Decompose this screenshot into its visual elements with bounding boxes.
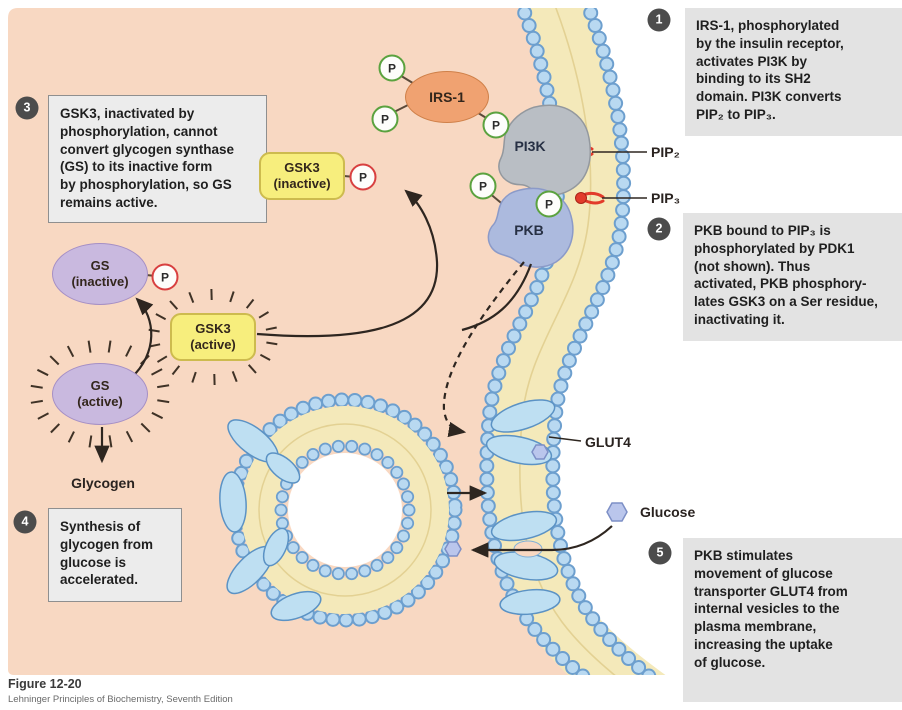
phosphate-icon: P xyxy=(371,105,399,133)
glucose-hexagon-inside xyxy=(444,541,462,557)
gsk3-active-protein: GSK3 (active) xyxy=(170,313,256,361)
pip3-lipid-icon xyxy=(575,191,647,205)
step-text-1: IRS-1, phosphorylated by the insulin rec… xyxy=(685,8,902,136)
arrow-pkb-feeder xyxy=(461,263,533,332)
phosphate-icon: P xyxy=(469,172,497,200)
glucose-hexagon-on-glut4 xyxy=(531,444,549,460)
glucose-hexagon-icons xyxy=(444,444,628,557)
gs-active-protein: GS (active) xyxy=(52,363,148,425)
glucose-label: Glucose xyxy=(640,504,696,520)
arrows xyxy=(94,189,613,558)
step-badge-5: 5 xyxy=(648,541,672,565)
glycogen-label: Glycogen xyxy=(71,475,135,491)
step-badge-4: 4 xyxy=(13,510,37,534)
arrow-gs-active-to-inactive xyxy=(130,297,154,379)
pip3-label: PIP₃ xyxy=(651,190,681,206)
step-text-2: PKB bound to PIP₃ is phosphorylated by P… xyxy=(683,213,902,341)
gsk3-inactive-protein: GSK3 (inactive) xyxy=(259,152,345,200)
vesicle-glut4-transporters xyxy=(219,419,322,622)
internal-vesicle xyxy=(219,392,463,628)
gsk3-active-sunburst xyxy=(148,288,278,386)
figure-caption-title: Figure 12-20 xyxy=(8,677,82,691)
glut4-pointer-line xyxy=(548,436,582,442)
arrow-gsk3-active-to-inactive xyxy=(256,189,439,338)
membrane-glut4-transporters xyxy=(485,399,561,616)
phosphate-icon-red: P xyxy=(349,163,377,191)
glut4-label: GLUT4 xyxy=(585,434,631,450)
step-text-3: GSK3, inactivated by phosphorylation, ca… xyxy=(48,95,267,223)
pip2-label: PIP₂ xyxy=(651,144,680,160)
pi3k-label: PI3K xyxy=(514,138,546,154)
phosphate-icon: P xyxy=(535,190,563,218)
step-text-4: Synthesis of glycogen from glucose is ac… xyxy=(48,508,182,602)
phosphate-icon: P xyxy=(378,54,406,82)
arrow-glucose-uptake xyxy=(470,525,613,558)
phosphate-icon: P xyxy=(482,111,510,139)
step-badge-1: 1 xyxy=(647,8,671,32)
phosphate-icon-red: P xyxy=(151,263,179,291)
glucose-hexagon-outside xyxy=(606,502,628,522)
irs1-protein: IRS-1 xyxy=(405,71,489,123)
step-badge-2: 2 xyxy=(647,217,671,241)
arrow-pkb-to-vesicle-dashed xyxy=(442,261,525,438)
step-text-5: PKB stimulates movement of glucose trans… xyxy=(683,538,902,702)
pkb-label: PKB xyxy=(514,222,544,238)
figure-caption-source: Lehninger Principles of Biochemistry, Se… xyxy=(8,694,233,705)
gs-active-sunburst xyxy=(30,340,170,448)
step-badge-3: 3 xyxy=(15,96,39,120)
gs-inactive-protein: GS (inactive) xyxy=(52,243,148,305)
